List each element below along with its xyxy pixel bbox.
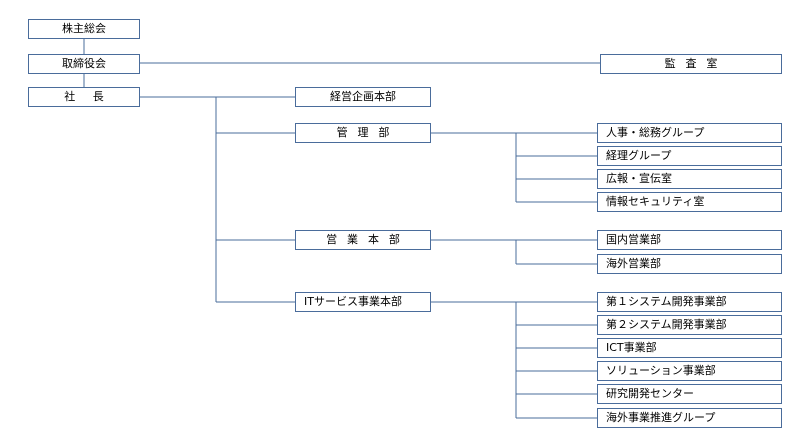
unit-domestic-sales: 国内営業部 (597, 230, 782, 250)
unit-system-dev-2: 第２システム開発事業部 (597, 315, 782, 335)
unit-ict: ICT事業部 (597, 338, 782, 358)
shareholders-box: 株主総会 (28, 19, 140, 39)
audit-box: 監査室 (600, 54, 782, 74)
unit-hr-general: 人事・総務グループ (597, 123, 782, 143)
unit-rnd-center: 研究開発センター (597, 384, 782, 404)
unit-infosec: 情報セキュリティ室 (597, 192, 782, 212)
division-planning: 経営企画本部 (295, 87, 431, 107)
unit-overseas-business: 海外事業推進グループ (597, 408, 782, 428)
division-admin: 管理部 (295, 123, 431, 143)
unit-pr: 広報・宣伝室 (597, 169, 782, 189)
division-sales: 営業本部 (295, 230, 431, 250)
unit-overseas-sales: 海外営業部 (597, 254, 782, 274)
unit-solutions: ソリューション事業部 (597, 361, 782, 381)
unit-system-dev-1: 第１システム開発事業部 (597, 292, 782, 312)
president-box: 社長 (28, 87, 140, 107)
unit-accounting: 経理グループ (597, 146, 782, 166)
division-it-services: ITサービス事業本部 (295, 292, 431, 312)
board-box: 取締役会 (28, 54, 140, 74)
